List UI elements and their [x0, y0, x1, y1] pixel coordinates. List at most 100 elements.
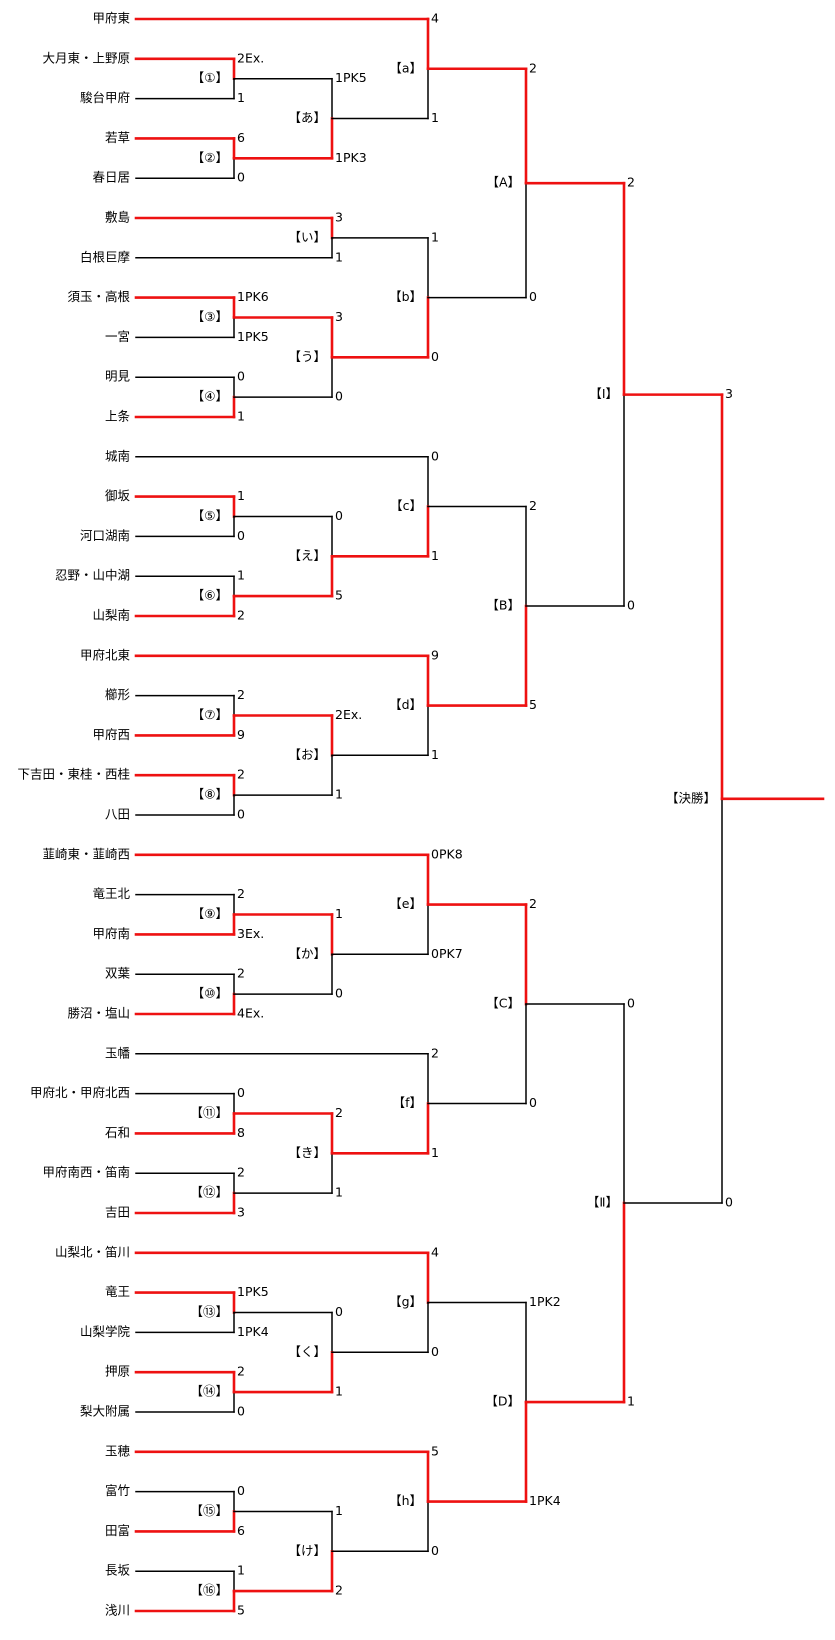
score-label: 1: [335, 787, 343, 802]
team-name: 浅川: [105, 1603, 130, 1618]
score-label: 2: [529, 896, 537, 911]
score-label: 1PK2: [529, 1294, 561, 1309]
score-label: 4: [431, 1244, 439, 1259]
team-name: 明見: [105, 369, 131, 384]
score-label: 1PK6: [237, 289, 269, 304]
score-label: 2Ex.: [335, 707, 362, 722]
match-label: 【⑥】: [192, 588, 228, 603]
score-label: 1: [431, 1145, 439, 1160]
team-name: 甲府東: [92, 11, 130, 26]
match-label: 【D】: [485, 1394, 520, 1409]
score-label: 2: [431, 1045, 439, 1060]
score-label: 0: [431, 1344, 439, 1359]
team-name: 竜王北: [92, 886, 130, 901]
team-name: 韮崎東・韮崎西: [42, 846, 130, 861]
score-label: 1: [335, 1185, 343, 1200]
team-name: 忍野・山中湖: [55, 568, 130, 583]
match-label: 【⑭】: [190, 1384, 228, 1399]
score-label: 1: [237, 488, 245, 503]
match-label: 【①】: [192, 70, 228, 85]
team-name: 田富: [105, 1523, 130, 1538]
score-label: 5: [237, 1603, 245, 1618]
score-label: 1: [237, 1563, 245, 1578]
match-label: 【⑤】: [192, 508, 228, 523]
score-label: 0: [335, 1304, 343, 1319]
score-label: 0: [335, 389, 343, 404]
score-label: 1: [237, 409, 245, 424]
score-label: 2: [335, 1105, 343, 1120]
score-label: 1PK4: [237, 1324, 269, 1339]
match-label: 【Ⅱ】: [587, 1195, 618, 1210]
match-label: 【b】: [389, 289, 422, 304]
team-name: 山梨南: [92, 608, 130, 623]
match-label: 【C】: [486, 996, 520, 1011]
match-label: 【⑫】: [190, 1185, 228, 1200]
score-label: 2: [237, 687, 245, 702]
score-label: 1: [237, 568, 245, 583]
team-name: 下吉田・東桂・西桂: [17, 767, 130, 782]
score-label: 6: [237, 1523, 245, 1538]
score-label: 2: [237, 767, 245, 782]
score-label: 2: [237, 966, 245, 981]
match-label: 【う】: [288, 349, 326, 364]
score-label: 2Ex.: [237, 50, 264, 65]
team-name: 若草: [105, 130, 130, 145]
team-name: 玉幡: [105, 1045, 131, 1060]
score-label: 1PK5: [237, 329, 269, 344]
team-name: 甲府西: [92, 727, 130, 742]
team-name: 石和: [105, 1125, 130, 1140]
score-label: 1PK4: [529, 1493, 561, 1508]
match-label: 【A】: [486, 175, 520, 190]
match-label: 【⑧】: [192, 787, 228, 802]
score-label: 3: [335, 309, 343, 324]
score-label: 0: [627, 598, 635, 613]
match-label: 【⑪】: [190, 1105, 228, 1120]
score-label: 6: [237, 130, 245, 145]
match-label: 【⑨】: [192, 906, 228, 921]
team-name: 春日居: [92, 170, 130, 185]
team-name: 甲府北・甲府北西: [30, 1085, 130, 1100]
team-name: 御坂: [105, 488, 131, 503]
team-name: 双葉: [105, 966, 131, 981]
match-label: 【②】: [192, 150, 228, 165]
match-label: 【⑩】: [192, 986, 228, 1001]
score-label: 2: [335, 1583, 343, 1598]
score-label: 3Ex.: [237, 926, 264, 941]
match-label: 【③】: [192, 309, 228, 324]
team-name: 一宮: [105, 329, 130, 344]
score-label: 2: [237, 608, 245, 623]
score-label: 2: [237, 1364, 245, 1379]
score-label: 0PK7: [431, 946, 463, 961]
score-label: 1PK5: [335, 70, 367, 85]
score-label: 1: [335, 906, 343, 921]
score-label: 0: [335, 508, 343, 523]
score-label: 9: [237, 727, 245, 742]
score-label: 5: [335, 588, 343, 603]
match-label: 【Ⅰ】: [589, 386, 618, 401]
team-name: 城南: [105, 448, 130, 463]
team-name: 櫛形: [105, 687, 131, 702]
team-name: 敷島: [105, 210, 130, 225]
team-name: 富竹: [105, 1483, 130, 1498]
team-name: 長坂: [105, 1563, 131, 1578]
score-label: 5: [431, 1443, 439, 1458]
score-label: 0: [237, 1085, 245, 1100]
score-label: 3: [725, 386, 733, 401]
score-label: 0: [431, 448, 439, 463]
score-label: 3: [335, 210, 343, 225]
match-label: 【a】: [389, 60, 422, 75]
score-label: 1PK5: [237, 1284, 269, 1299]
match-label: 【⑮】: [190, 1503, 228, 1518]
score-label: 3: [237, 1205, 245, 1220]
match-label: 【お】: [288, 747, 326, 762]
match-label: 【く】: [288, 1344, 326, 1359]
match-label: 【c】: [390, 498, 422, 513]
score-label: 1: [431, 229, 439, 244]
team-name: 八田: [105, 807, 130, 822]
score-label: 2: [529, 498, 537, 513]
match-label: 【e】: [389, 896, 422, 911]
score-label: 1: [431, 747, 439, 762]
score-label: 1: [627, 1394, 635, 1409]
match-label: 【⑯】: [190, 1583, 228, 1598]
